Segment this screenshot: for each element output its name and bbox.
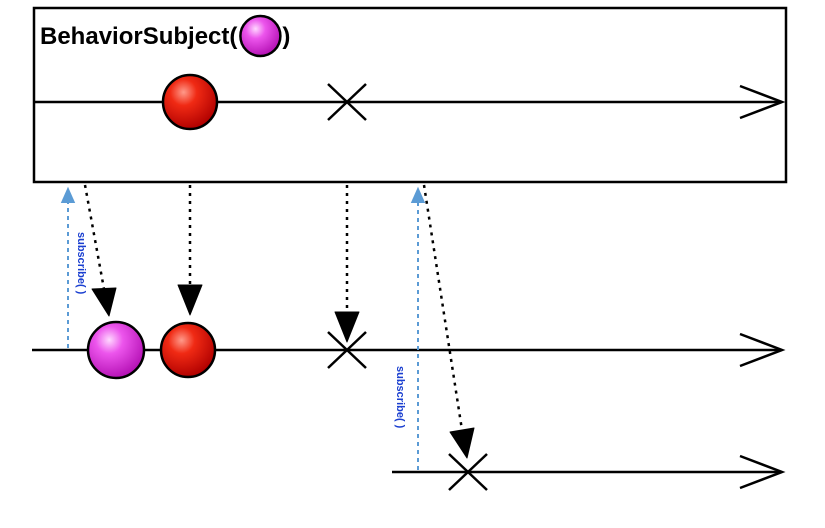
late-subscriber-timeline [392, 454, 786, 490]
early-magenta-marble [86, 320, 146, 380]
early-subscriber-timeline [32, 332, 786, 368]
early-subscribe-label: subscribe( ) [75, 232, 87, 295]
early-red-marble [159, 321, 217, 379]
emission-arrow-complete [334, 185, 360, 343]
subject-title: BehaviorSubject( ) [40, 14, 290, 58]
source-timeline [35, 84, 786, 120]
late-subscribe-label: subscribe( ) [394, 366, 406, 429]
emission-arrow-default [83, 184, 117, 317]
title-default-marble [239, 14, 282, 58]
late-complete-mark [448, 453, 488, 491]
emission-arrow-late-complete [422, 184, 475, 459]
early-complete-mark [327, 331, 367, 369]
subject-box [32, 6, 788, 184]
title-suffix: ) [282, 23, 290, 50]
title-prefix: BehaviorSubject( [40, 23, 237, 50]
source-complete-mark [327, 83, 367, 121]
emission-arrow-red [177, 185, 203, 316]
source-red-marble [161, 73, 219, 131]
